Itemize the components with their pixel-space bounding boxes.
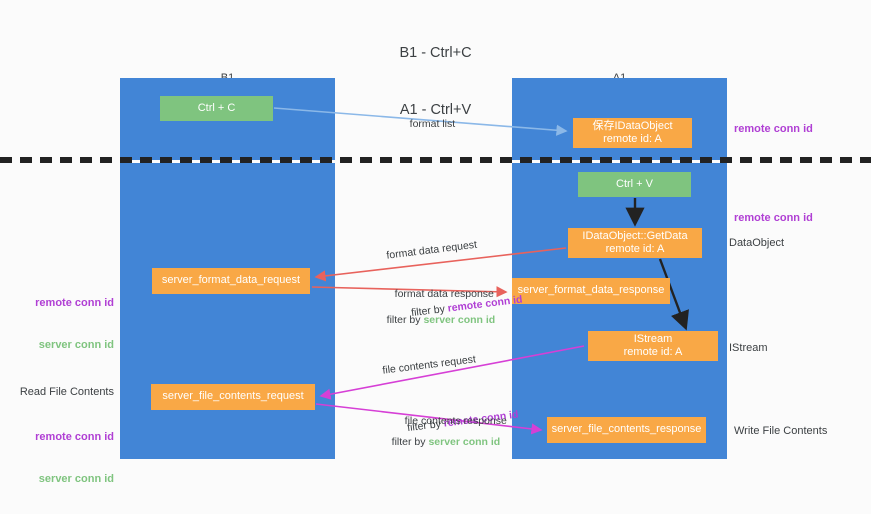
- diagram-canvas: B1 - Ctrl+C A1 - Ctrl+V B1 connection A1…: [0, 45, 871, 485]
- node-server-format-data-response-label: server_format_data_response: [517, 284, 665, 297]
- annotation-right-dataobject: DataObject: [729, 237, 785, 249]
- title-line-1: B1 - Ctrl+C: [399, 45, 472, 61]
- edge-label-file-contents-request-text: file contents request: [381, 353, 477, 377]
- node-server-format-data-request-label: server_format_data_request: [161, 274, 301, 287]
- filter-key-server-conn-id: server conn id: [423, 314, 496, 326]
- node-istream[interactable]: IStream remote id: A: [588, 331, 718, 361]
- edge-label-format-data-response-text: format data response: [394, 288, 494, 300]
- edge-label-file-contents-response: file contents response: [393, 399, 507, 444]
- annotation-left-remote-conn-id-2: remote conn id: [35, 431, 114, 443]
- node-idataobject[interactable]: 保存IDataObject remote id: A: [573, 118, 692, 148]
- annotation-right-remote-conn-id-top: remote conn id: [734, 123, 813, 135]
- annotation-right-remote-conn-id-mid: remote conn id: [734, 212, 813, 224]
- node-ctrl-v-label: Ctrl + V: [616, 177, 653, 190]
- annotation-left-conn-ids-bottom: remote conn id server conn id: [19, 402, 114, 514]
- filter-key-server-conn-id: server conn id: [428, 436, 501, 448]
- annotation-left-server-conn-id-1: server conn id: [38, 339, 114, 351]
- node-server-file-contents-request-label: server_file_contents_request: [162, 390, 304, 403]
- node-server-file-contents-response-label: server_file_contents_response: [551, 423, 702, 436]
- edge-label-format-data-response-filter: filter by server conn id: [375, 298, 496, 343]
- edge-label-file-contents-response-text: file contents response: [404, 415, 507, 427]
- node-server-format-data-request[interactable]: server_format_data_request: [152, 268, 310, 294]
- node-ctrl-v[interactable]: Ctrl + V: [578, 172, 691, 197]
- edge-label-format-data-response: format data response: [383, 272, 494, 317]
- node-idataobject-getdata[interactable]: IDataObject::GetData remote id: A: [568, 228, 702, 258]
- edge-label-format-data-request-text: format data request: [385, 238, 478, 262]
- node-server-format-data-response[interactable]: server_format_data_response: [512, 278, 670, 304]
- edge-label-format-list-text: format list: [409, 118, 456, 130]
- filter-prefix: filter by: [386, 314, 424, 326]
- node-idataobject-line2: remote id: A: [603, 133, 662, 145]
- node-idataobject-line1: 保存IDataObject: [592, 119, 673, 132]
- edge-label-format-list: format list: [398, 102, 456, 147]
- swimlane-b1-bottom: [120, 163, 335, 459]
- annotation-left-remote-conn-id-1: remote conn id: [35, 297, 114, 309]
- node-server-file-contents-response[interactable]: server_file_contents_response: [547, 417, 706, 443]
- filter-prefix: filter by: [391, 436, 429, 448]
- node-ctrl-c[interactable]: Ctrl + C: [160, 96, 273, 121]
- annotation-right-write-file-contents: Write File Contents: [734, 425, 828, 437]
- node-ctrl-c-label: Ctrl + C: [197, 101, 236, 114]
- node-server-file-contents-request[interactable]: server_file_contents_request: [151, 384, 315, 410]
- node-istream-line1: IStream: [633, 332, 673, 345]
- annotation-left-read-file-contents: Read File Contents: [19, 386, 114, 398]
- node-istream-line2: remote id: A: [623, 346, 683, 358]
- edge-label-file-contents-response-filter: filter by server conn id: [380, 420, 501, 465]
- annotation-left-conn-ids-top: remote conn id server conn id: [19, 268, 114, 380]
- annotation-left-server-conn-id-2: server conn id: [38, 473, 114, 485]
- phase-divider: [0, 157, 871, 163]
- node-getdata-line2: remote id: A: [605, 243, 665, 255]
- node-getdata-line1: IDataObject::GetData: [582, 229, 688, 242]
- annotation-right-istream: IStream: [729, 342, 768, 354]
- swimlane-a1-bottom: [512, 163, 727, 459]
